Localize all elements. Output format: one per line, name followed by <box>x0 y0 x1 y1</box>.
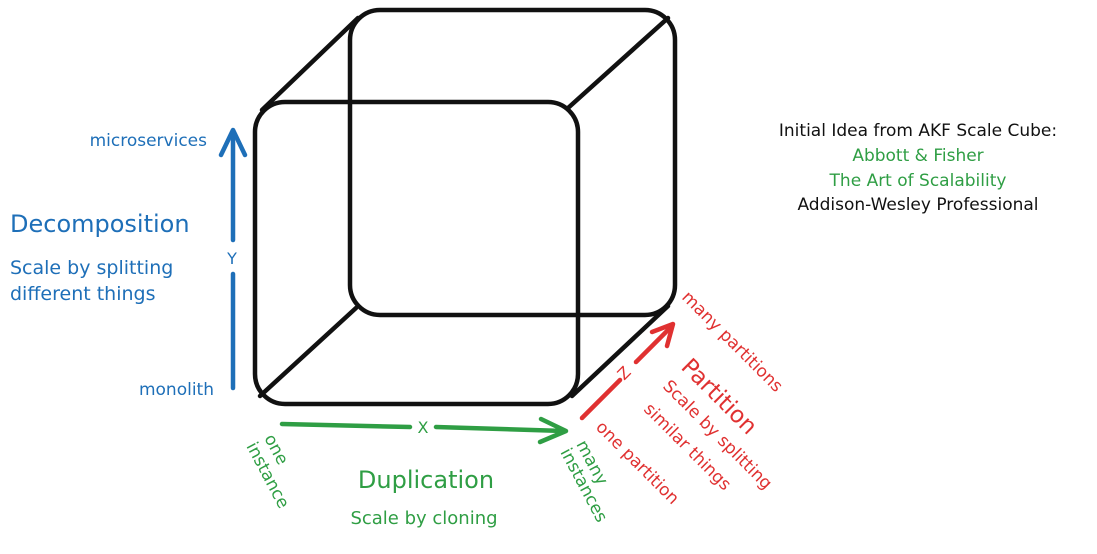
credits: Initial Idea from AKF Scale Cube: Abbott… <box>779 121 1057 215</box>
y-axis-desc-line1: Scale by splitting <box>10 257 173 279</box>
x-axis-line-left <box>279 421 413 430</box>
z-axis-arrowhead <box>649 321 676 349</box>
cube-edge-bottom-left <box>257 305 359 399</box>
credits-line3: The Art of Scalability <box>829 171 1007 191</box>
cube-edge-top-left <box>259 15 361 113</box>
cube <box>252 7 678 407</box>
credits-line4: Addison-Wesley Professional <box>797 195 1038 215</box>
y-axis-desc-line2: different things <box>10 283 156 305</box>
z-axis-line-lower <box>579 377 623 421</box>
y-axis-letter: Y <box>226 249 237 268</box>
credits-line1: Initial Idea from AKF Scale Cube: <box>779 121 1057 141</box>
x-axis-title: Duplication <box>358 466 494 494</box>
cube-edge-top-right <box>565 15 671 111</box>
y-axis-bottom-label: monolith <box>139 380 214 400</box>
cube-edge-bottom-right <box>569 303 671 399</box>
y-axis-title: Decomposition <box>10 210 190 238</box>
x-axis-line-right <box>433 424 567 434</box>
x-axis: X one instance many instances Duplicatio… <box>242 416 612 529</box>
x-axis-desc: Scale by cloning <box>350 508 497 529</box>
x-axis-letter: X <box>418 418 429 437</box>
cube-front-face <box>252 99 581 407</box>
x-axis-arrowhead <box>537 416 569 445</box>
z-axis-line-upper <box>633 323 675 365</box>
y-axis-top-label: microservices <box>90 131 208 151</box>
y-axis-arrowhead <box>218 127 248 158</box>
credits-line2: Abbott & Fisher <box>852 146 983 166</box>
z-axis: Z many partitions one partition Partitio… <box>579 287 787 509</box>
y-axis: Y microservices monolith Decomposition S… <box>10 127 248 400</box>
cube-back-face <box>347 7 678 318</box>
